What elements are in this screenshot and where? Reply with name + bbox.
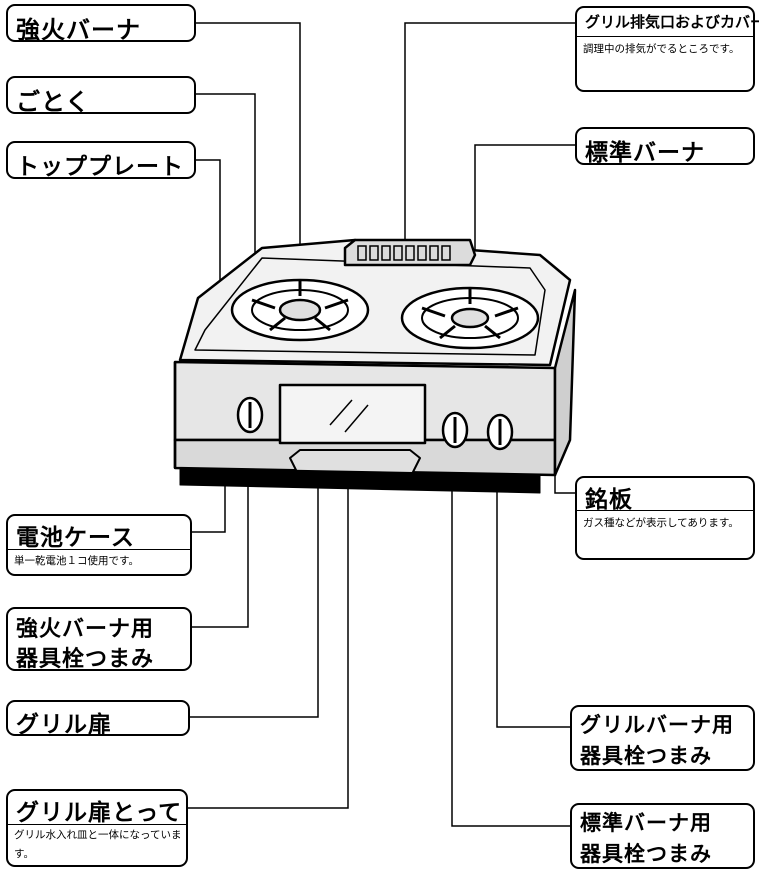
label-title: グリル排気口およびカバー [585,13,759,31]
label-top-plate: トッププレート [6,141,196,180]
label-line2: 器具栓つまみ [580,842,712,866]
label-standard-burner: 標準バーナ [575,127,755,166]
label-title: 強火バーナ [16,16,141,44]
leader-door-handle [188,482,349,809]
leader-strong-knob [192,432,249,628]
label-desc: 調理中の排気がでるところです。 [583,43,740,55]
label-title: 電池ケース [16,525,135,551]
label-desc: 単一乾電池１コ使用です。 [14,555,139,567]
label-standard-burner-knob: 標準バーナ用 器具栓つまみ [570,803,755,869]
leader-trivet [196,93,256,258]
label-title: 銘板 [585,487,633,513]
label-grill-vent: グリル排気口およびカバー 調理中の排気がでるところです。 [575,6,759,92]
label-strong-burner-knob: 強火バーナ用 器具栓つまみ [6,607,192,672]
leader-strong-burner [196,22,301,285]
label-title: ごとく [16,88,91,116]
leader-battery-case [192,478,226,533]
label-trivet: ごとく [6,76,196,116]
leader-grill-vent [404,22,575,245]
label-desc: ガス種などが表示してあります。 [583,517,739,529]
label-line2: 器具栓つまみ [16,647,155,672]
label-line1: 強火バーナ用 [16,617,155,642]
label-line1: グリルバーナ用 [580,713,734,737]
leader-standard-knob [451,435,570,827]
vent-cover-shape [343,238,477,267]
grill-door-shape [278,383,427,445]
label-title: グリル扉 [16,712,112,738]
label-title: 標準バーナ [585,140,705,166]
label-grill-door: グリル扉 [6,700,190,738]
leader-standard-burner [474,144,575,285]
label-desc: グリル水入れ皿と一体になっています。 [14,829,182,860]
label-line2: 器具栓つまみ [580,744,712,768]
label-grill-door-handle: グリル扉とって グリル水入れ皿と一体になっています。 [6,789,188,867]
label-line1: 標準バーナ用 [580,811,712,835]
label-title: トッププレート [16,154,184,180]
label-title: グリル扉とって [16,800,183,826]
label-grill-burner-knob: グリルバーナ用 器具栓つまみ [570,705,755,771]
leader-grill-door [190,420,319,718]
label-strong-burner: 強火バーナ [6,4,196,44]
label-battery-case: 電池ケース 単一乾電池１コ使用です。 [6,514,192,576]
label-nameplate: 銘板 ガス種などが表示してあります。 [575,476,755,560]
leader-grill-burner-knob [496,435,570,728]
